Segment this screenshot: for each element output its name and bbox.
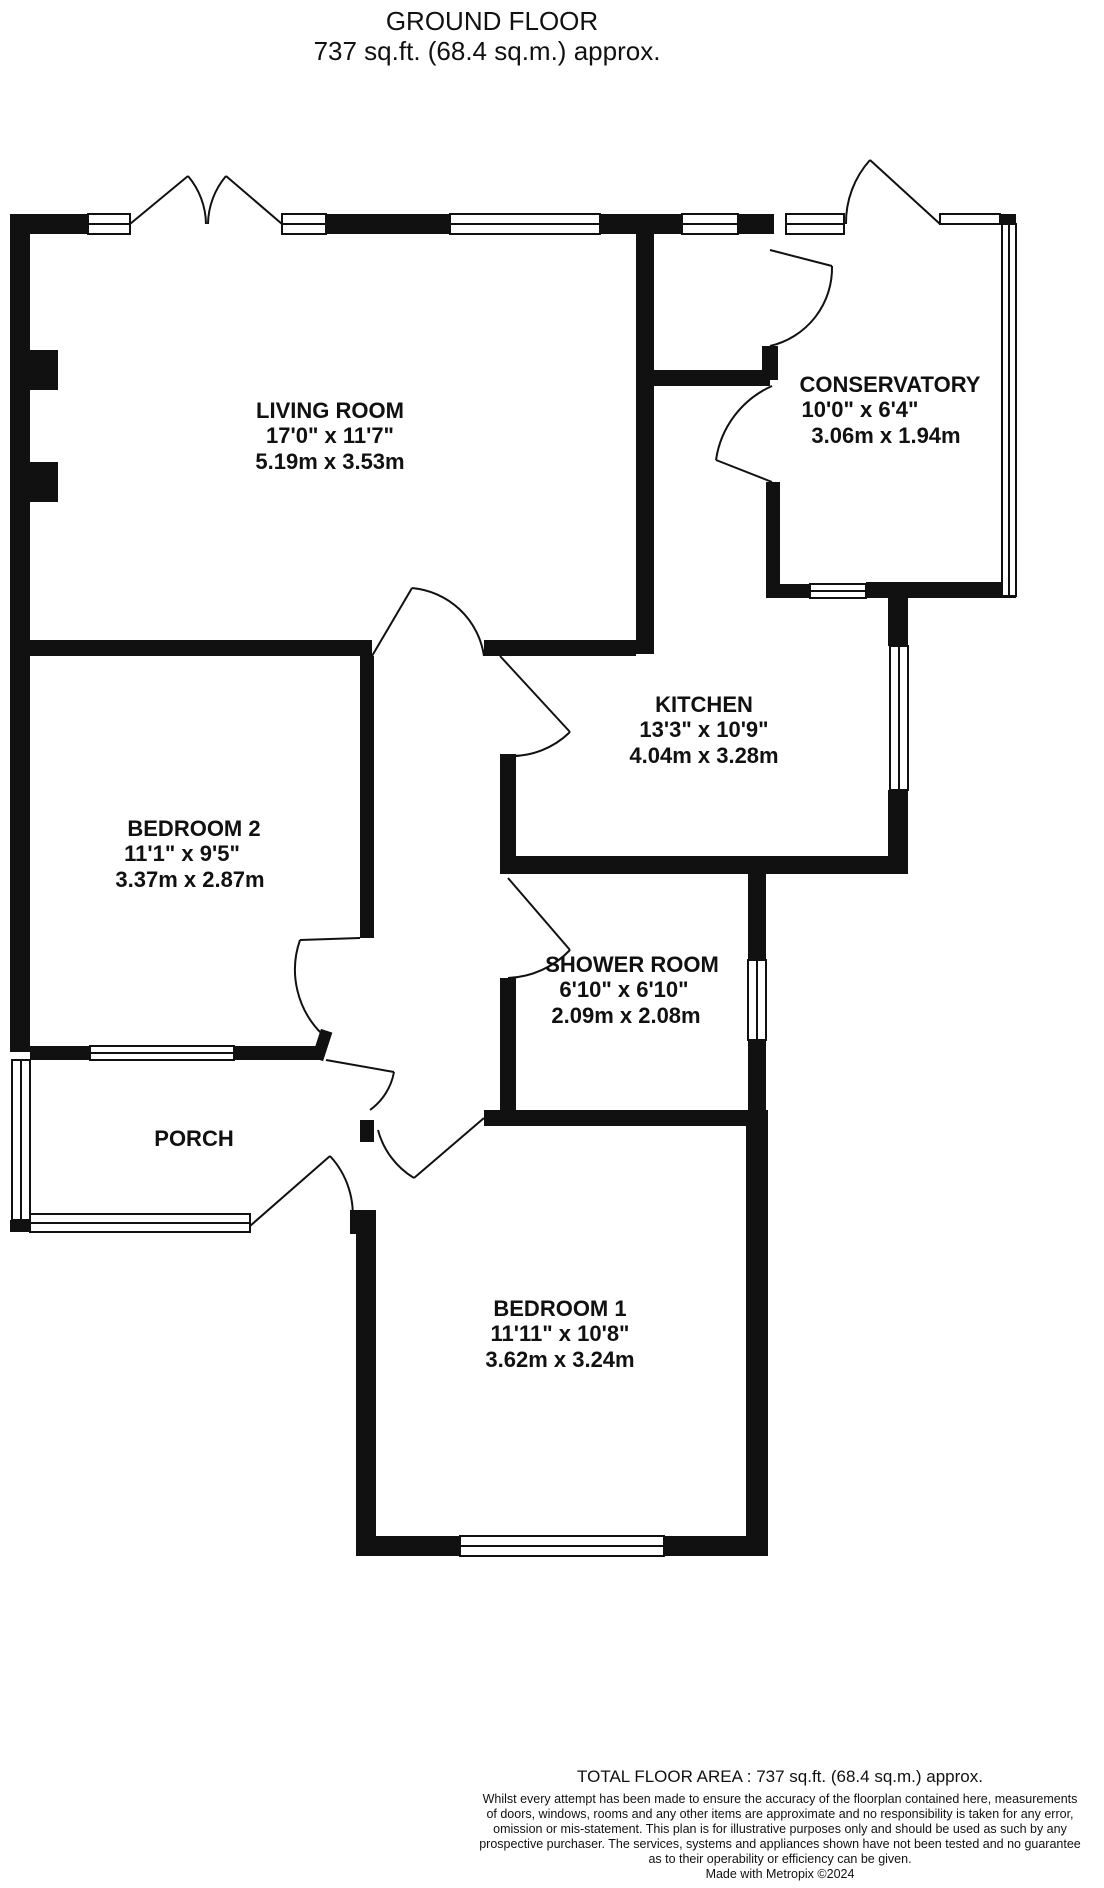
door-kitchen: [499, 655, 571, 758]
floor-area: 737 sq.ft. (68.4 sq.m.) approx.: [313, 36, 661, 66]
window-kitchen-right: [889, 645, 909, 791]
room-metric: 2.09m x 2.08m: [551, 1003, 700, 1028]
wall-bed2-bottom-b: [234, 1046, 320, 1060]
room-label-conservatory: CONSERVATORY 10'0" x 6'4" 3.06m x 1.94m: [800, 372, 981, 448]
wall-bed1-right: [746, 1110, 768, 1554]
door-cons-internal-2: [715, 385, 773, 483]
room-imperial: 13'3" x 10'9": [639, 717, 768, 742]
room-metric: 5.19m x 3.53m: [255, 449, 404, 474]
wall-bed1-left: [356, 1210, 376, 1554]
wall-bed2-door-post: [311, 1028, 333, 1062]
door-living-french: [129, 175, 283, 225]
window-cons-top-1: [681, 213, 739, 235]
wall-living-top-c: [600, 214, 682, 234]
room-name: LIVING ROOM: [256, 398, 404, 423]
room-name: PORCH: [154, 1126, 233, 1151]
room-metric: 3.37m x 2.87m: [115, 867, 264, 892]
wall-cons-left: [654, 370, 770, 386]
room-name: BEDROOM 1: [493, 1296, 626, 1321]
wall-cons-bottom-b: [866, 582, 1016, 598]
wall-cons-top-b: [738, 214, 774, 234]
room-imperial: 11'1" x 9'5": [124, 841, 240, 866]
wall-left-outer: [10, 214, 30, 1052]
wall-bed2-bottom-a: [30, 1046, 90, 1060]
room-imperial: 10'0" x 6'4": [802, 397, 919, 422]
door-bedroom2: [293, 937, 361, 1035]
wall-cons-top-corner: [1000, 214, 1016, 224]
disclaimer-line: omission or mis-statement. This plan is …: [493, 1822, 1067, 1836]
plan-footer: TOTAL FLOOR AREA : 737 sq.ft. (68.4 sq.m…: [460, 1766, 1100, 1882]
wall-shower-right-top: [748, 870, 766, 960]
room-metric: 4.04m x 3.28m: [629, 743, 778, 768]
window-porch-bottom: [29, 1213, 251, 1233]
floor-name: GROUND FLOOR: [385, 6, 599, 36]
door-hall-inner: [325, 1059, 395, 1111]
door-cons-external: [844, 159, 941, 225]
room-label-kitchen: KITCHEN 13'3" x 10'9" 4.04m x 3.28m: [629, 692, 778, 768]
wall-cons-left-post: [762, 346, 778, 380]
room-imperial: 17'0" x 11'7": [266, 423, 394, 448]
room-label-porch: PORCH: [154, 1126, 233, 1151]
window-porch-left: [11, 1059, 31, 1221]
wall-shower-right-bottom: [748, 1040, 766, 1130]
wall-living-bottom-a: [30, 640, 372, 656]
wall-porch-corner: [10, 1220, 30, 1232]
wall-shower-left: [500, 978, 516, 1118]
wall-shower-bottom: [484, 1110, 748, 1126]
wall-bed1-left-stub: [350, 1210, 366, 1234]
wall-cons-left-lower: [766, 482, 780, 596]
room-metric: 3.62m x 3.24m: [485, 1347, 634, 1372]
door-bedroom1: [377, 1117, 485, 1179]
room-metric: 3.06m x 1.94m: [811, 423, 960, 448]
wall-kitchen-right-bottom: [888, 790, 908, 874]
room-imperial: 11'11" x 10'8": [490, 1321, 629, 1346]
wall-bed1-bottom-a: [356, 1536, 460, 1556]
wall-living-bottom-b: [484, 640, 636, 656]
windows: [11, 213, 1017, 1557]
window-bed1-bottom: [459, 1535, 665, 1557]
window-living-top-3: [449, 213, 601, 235]
wall-cons-bottom-a: [766, 584, 810, 598]
window-living-top-2: [281, 213, 327, 235]
wall-bed1-left-top: [360, 1120, 374, 1142]
door-hall-living: [371, 587, 485, 657]
room-name: CONSERVATORY: [800, 372, 981, 397]
wall-living-right: [636, 234, 654, 654]
disclaimer-line: as to their operability or efficiency ca…: [648, 1852, 912, 1866]
room-imperial: 6'10" x 6'10": [559, 977, 688, 1002]
wall-bed1-bottom-b: [664, 1536, 768, 1556]
wall-kitchen-left: [500, 754, 516, 874]
wall-kitchen-bottom: [500, 856, 908, 874]
room-name: SHOWER ROOM: [545, 952, 719, 977]
wall-living-top-b: [326, 214, 450, 234]
doors: [129, 159, 941, 1227]
room-name: KITCHEN: [655, 692, 753, 717]
chimney-breast-2: [30, 462, 58, 502]
disclaimer-line: Whilst every attempt has been made to en…: [482, 1792, 1078, 1806]
plan-header: GROUND FLOOR 737 sq.ft. (68.4 sq.m.) app…: [0, 6, 1104, 66]
wall-kitchen-right-top: [888, 596, 908, 646]
room-name: BEDROOM 2: [127, 816, 260, 841]
disclaimer-line: of doors, windows, rooms and any other i…: [486, 1807, 1074, 1821]
window-cons-bottom: [809, 583, 867, 599]
window-cons-top-3: [939, 213, 1001, 225]
wall-bed2-right: [360, 656, 374, 938]
door-porch-front: [249, 1155, 354, 1227]
room-label-bedroom2: BEDROOM 2 11'1" x 9'5" 3.37m x 2.87m: [115, 816, 264, 892]
room-label-shower: SHOWER ROOM 6'10" x 6'10" 2.09m x 2.08m: [545, 952, 719, 1028]
room-label-bedroom1: BEDROOM 1 11'11" x 10'8" 3.62m x 3.24m: [485, 1296, 634, 1372]
window-cons-top-2: [785, 213, 845, 235]
door-cons-internal-1: [769, 249, 834, 347]
total-floor-area: TOTAL FLOOR AREA : 737 sq.ft. (68.4 sq.m…: [577, 1767, 983, 1786]
window-bed2-bottom: [89, 1045, 235, 1061]
door-shower: [507, 877, 571, 979]
credit-line: Made with Metropix ©2024: [705, 1867, 855, 1881]
chimney-breast-1: [30, 350, 58, 390]
disclaimer-line: prospective purchaser. The services, sys…: [479, 1837, 1081, 1851]
room-label-living: LIVING ROOM 17'0" x 11'7" 5.19m x 3.53m: [255, 398, 404, 474]
window-living-top-1: [87, 213, 131, 235]
window-cons-right: [1001, 223, 1017, 597]
window-shower-right: [747, 959, 767, 1041]
